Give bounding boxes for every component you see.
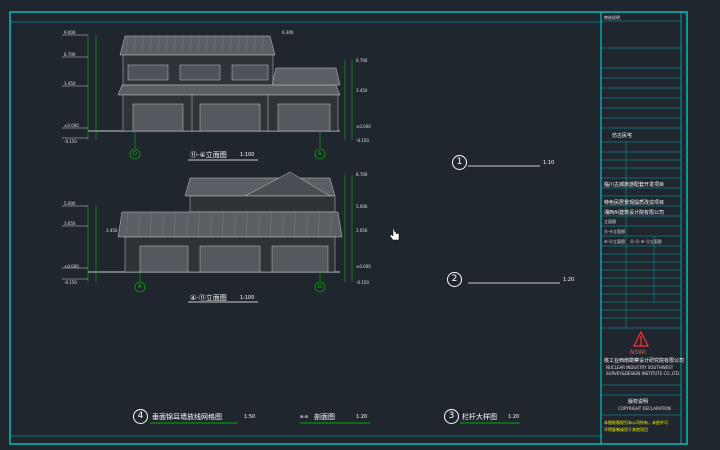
level-label: 3.450 <box>356 88 368 93</box>
tb-header: 审核说明 <box>604 15 620 20</box>
tb-institute-en-1: NUCLEAR INDUSTRY SOUTHWEST <box>606 365 674 370</box>
detail-4-scale: 1:50 <box>244 414 256 420</box>
detail-3-marker[interactable]: 3 <box>444 409 459 424</box>
detail-4-marker[interactable]: 4 <box>133 409 148 424</box>
level-label: 3.650 <box>356 228 368 233</box>
elevation-title-top[interactable]: ⑪-④立面图 <box>190 151 227 159</box>
level-label: ±0.000 <box>64 264 79 269</box>
tb-project-sub: 特色民居景观提质改造项目 <box>604 200 665 206</box>
section-scale: 1:20 <box>356 414 368 420</box>
level-label: 6.300 <box>282 30 294 35</box>
tb-copyright-note: 不得复制或用于其他项目 <box>604 427 648 432</box>
level-label: -0.150 <box>64 139 77 144</box>
detail-2-scale: 1:20 <box>563 277 575 283</box>
hand-cursor-icon <box>389 228 400 241</box>
section-title[interactable]: 剖面图 <box>314 413 335 421</box>
tb-copyright-title: 版权说明 <box>628 399 649 405</box>
level-label: 3.650 <box>64 221 76 226</box>
tb-logo-text: NSWI <box>630 349 646 356</box>
tb-project-label: 仿古民宅 <box>612 133 633 139</box>
level-label: ±0.000 <box>356 124 371 129</box>
level-label: ±0.000 <box>356 264 371 269</box>
level-label: 5.000 <box>64 201 76 206</box>
tb-institute-cn: 核工业西南勘察设计研究院有限公司 <box>604 358 685 364</box>
tb-row: ⑪-④立面图 <box>604 229 626 234</box>
tb-row: ⑪-⑪ ④-⑪立面图 <box>630 239 662 244</box>
detail-1-marker[interactable]: 1 <box>452 155 467 170</box>
detail-2-marker[interactable]: 2 <box>447 272 462 287</box>
axis-label: D <box>133 151 137 157</box>
level-label: -0.150 <box>356 138 369 143</box>
tb-institute-en-2: SURVEY&DESIGN INSTITUTE CO.,LTD. <box>606 371 681 376</box>
level-label: 3.450 <box>106 228 118 233</box>
tb-drawing-type: 立面图 <box>604 219 616 224</box>
detail-3-scale: 1:20 <box>508 414 520 420</box>
axis-label: A <box>318 151 322 157</box>
axis-label: D <box>318 284 322 290</box>
tb-copyright-note: 本图纸版权归本公司所有，未经许可 <box>604 420 668 425</box>
level-label: 6.700 <box>64 52 76 57</box>
level-label: 3.450 <box>64 81 76 86</box>
elevation-title-bottom[interactable]: ④-⑪立面图 <box>190 294 227 302</box>
tb-project-name: 临川古城旅游配套开发项目 <box>604 182 665 188</box>
detail-3-title[interactable]: 栏杆大样图 <box>462 413 497 421</box>
axis-label: A <box>138 284 142 290</box>
elevation-scale-bottom: 1:100 <box>240 295 255 301</box>
tb-copyright-en: COPYRIGHT DECLARATION <box>618 406 671 411</box>
level-label: 8.700 <box>356 172 368 177</box>
section-prefix: a-a <box>300 414 308 420</box>
level-label: 9.000 <box>64 30 76 35</box>
level-label: ±0.000 <box>64 123 79 128</box>
level-label: 5.000 <box>356 204 368 209</box>
institute-logo <box>633 330 649 347</box>
elevation-scale-top: 1:100 <box>240 152 255 158</box>
level-label: -0.150 <box>356 280 369 285</box>
detail-1-scale: 1:10 <box>543 160 555 166</box>
level-label: -0.150 <box>64 280 77 285</box>
tb-row: ④-⑪立面图 <box>604 239 626 244</box>
tb-company-name: 湘西州建筑设计院有限公司 <box>604 210 665 216</box>
level-label: 6.700 <box>356 58 368 63</box>
detail-4-title[interactable]: 垂面锦耳墙放线网格图 <box>152 413 222 421</box>
